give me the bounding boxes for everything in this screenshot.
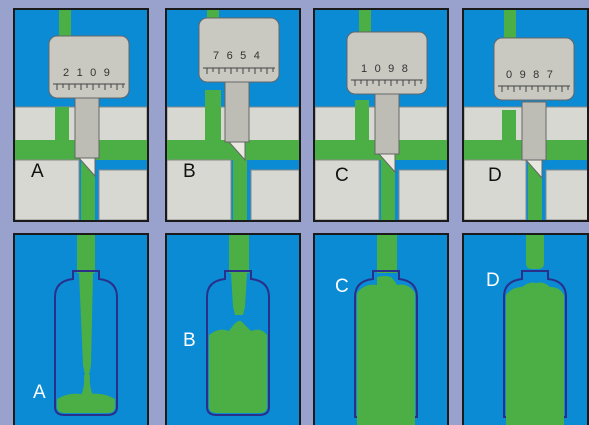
probe-tip: [77, 157, 96, 178]
gauge-head: [346, 31, 428, 95]
feed-stream: [77, 235, 95, 273]
gauge-probe: [521, 101, 547, 161]
dial-reading-c: 1 0 9 8: [361, 63, 411, 75]
container-outline: [54, 270, 118, 416]
fill-label-b: B: [183, 330, 196, 351]
lower-right-block: [545, 169, 587, 220]
gauge-diagram-d: [464, 10, 587, 220]
gauge-probe: [224, 81, 250, 143]
panel-label-d: D: [488, 165, 502, 186]
green-channel: [315, 100, 447, 220]
top-panel-c: 1 0 9 8 C: [313, 8, 449, 222]
probe-tip: [524, 159, 543, 180]
liquid-fill: [57, 393, 115, 413]
bottom-panel-a: A: [13, 233, 149, 425]
panel-label-c: C: [335, 165, 349, 186]
probe-tip: [377, 153, 396, 174]
green-channel: [15, 107, 147, 220]
dial-ticks: [501, 86, 569, 92]
bottom-panel-d: D: [462, 233, 589, 425]
feed-stream: [526, 235, 544, 269]
container-diagram-c: [354, 235, 418, 425]
lower-right-block: [98, 169, 147, 220]
lower-left-block: [167, 159, 232, 220]
panel-label-a: A: [31, 161, 44, 182]
top-panel-b: 7 6 5 4 B: [165, 8, 301, 222]
fill-label-d: D: [486, 270, 500, 291]
gauge-head: [48, 35, 130, 99]
liquid-fill: [209, 320, 267, 413]
lower-right-block: [250, 169, 299, 220]
lower-left-block: [15, 159, 80, 220]
green-channel: [167, 90, 299, 220]
gauge-diagram-a: [15, 10, 147, 220]
container-outline: [206, 270, 270, 416]
probe-tip: [227, 141, 246, 162]
falling-stream: [79, 273, 93, 375]
panel-label-b: B: [183, 161, 196, 182]
bottom-panel-b: B: [165, 233, 301, 425]
container-diagram-b: [206, 235, 270, 416]
dial-reading-d: 0 9 8 7: [506, 69, 556, 81]
liquid-fill: [357, 276, 415, 425]
lower-left-block: [315, 159, 380, 220]
fill-label-c: C: [335, 276, 349, 297]
gauge-probe: [74, 97, 100, 159]
container-outline: [354, 270, 418, 418]
dial-reading-b: 7 6 5 4: [213, 50, 263, 62]
flow-stream: [59, 10, 71, 40]
bottom-panel-c: C: [313, 233, 449, 425]
lower-right-block: [398, 169, 447, 220]
gauge-head: [198, 17, 280, 83]
feed-stream: [377, 235, 397, 273]
gauge-diagram-c: [315, 10, 447, 220]
dial-ticks: [206, 68, 274, 74]
liquid-fill: [506, 282, 564, 425]
feed-stream: [229, 235, 249, 273]
top-panel-a: 2 1 0 9 A: [13, 8, 149, 222]
falling-stream: [231, 273, 247, 315]
container-diagram-a: [54, 235, 118, 416]
gauge-diagram-b: [167, 10, 299, 220]
gauge-head: [493, 37, 575, 101]
top-panel-d: 0 9 8 7 D: [462, 8, 589, 222]
container-diagram-d: [503, 235, 567, 425]
lower-left-block: [464, 159, 527, 220]
dial-reading-a: 2 1 0 9: [63, 67, 113, 79]
gauge-probe: [374, 93, 400, 155]
dial-ticks: [354, 80, 422, 86]
dial-ticks: [56, 84, 124, 90]
flow-stream: [504, 10, 516, 40]
container-outline: [503, 270, 567, 418]
fill-label-a: A: [33, 382, 46, 403]
